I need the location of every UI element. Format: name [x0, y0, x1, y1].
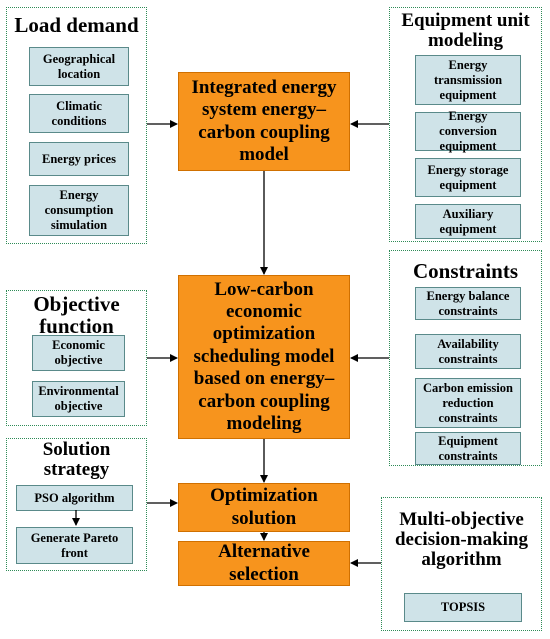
multi-objective-group: Multi-objective decision-making algorith…: [381, 497, 542, 631]
energy-carbon-coupling-model-box: Integrated energy system energy–carbon c…: [178, 72, 350, 171]
economic-objective-box: Economic objective: [32, 335, 125, 371]
environmental-objective-box: Environmental objective: [32, 381, 125, 417]
equipment-modeling-title: Equipment unit modeling: [401, 10, 530, 51]
constraints-group: Constraints Energy balance constraints A…: [389, 250, 542, 466]
energy-storage-equipment-box: Energy storage equipment: [415, 158, 521, 197]
generate-pareto-front-box: Generate Pareto front: [16, 527, 133, 564]
equipment-modeling-group: Equipment unit modeling Energy transmiss…: [389, 7, 542, 242]
energy-transmission-equipment-box: Energy transmission equipment: [415, 55, 521, 105]
optimization-solution-box: Optimization solution: [178, 483, 350, 532]
load-demand-title: Load demand: [14, 13, 139, 37]
climatic-conditions-box: Climatic conditions: [29, 94, 129, 133]
carbon-emission-reduction-constraints-box: Carbon emission reduction constraints: [415, 378, 521, 428]
geographical-location-box: Geographical location: [29, 47, 129, 86]
energy-balance-constraints-box: Energy balance constraints: [415, 287, 521, 320]
energy-consumption-simulation-box: Energy consumption simulation: [29, 185, 129, 236]
availability-constraints-box: Availability constraints: [415, 334, 521, 369]
objective-function-title: Objective function: [33, 292, 120, 339]
energy-conversion-equipment-box: Energy conversion equipment: [415, 109, 521, 153]
alternative-selection-box: Alternative selection: [178, 541, 350, 586]
topsis-box: TOPSIS: [404, 593, 522, 622]
solution-strategy-group: Solution strategy PSO algorithm Generate…: [6, 438, 147, 571]
solution-strategy-title: Solution strategy: [42, 439, 111, 480]
energy-prices-box: Energy prices: [29, 142, 129, 176]
auxiliary-equipment-box: Auxiliary equipment: [415, 204, 521, 239]
equipment-constraints-box: Equipment constraints: [415, 432, 521, 465]
load-demand-group: Load demand Geographical location Climat…: [6, 7, 147, 244]
multi-objective-title: Multi-objective decision-making algorith…: [394, 509, 529, 570]
low-carbon-scheduling-model-box: Low-carbon economic optimization schedul…: [178, 275, 350, 439]
constraints-title: Constraints: [412, 259, 518, 283]
pso-algorithm-box: PSO algorithm: [16, 485, 133, 511]
objective-function-group: Objective function Economic objective En…: [6, 290, 147, 426]
